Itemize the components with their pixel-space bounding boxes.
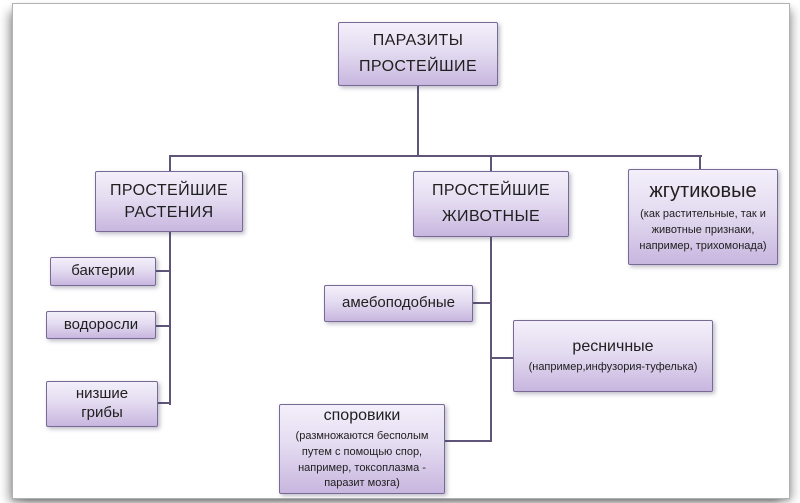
connector-stub-ameboid [473, 302, 491, 304]
node-sporozoans-subtitle: (размножаются бесполым путем с помощью с… [295, 429, 429, 490]
connector-stub-algae [156, 325, 170, 327]
node-root-line1: ПАРАЗИТЫ [372, 32, 464, 49]
connector-drop-flagellates [699, 155, 701, 170]
node-plants-line2: РАСТЕНИЯ [124, 203, 214, 221]
node-ameboid-label: амебоподобные [342, 294, 455, 312]
node-flagellates-subtitle: (как растительные, так и животные призна… [639, 208, 767, 252]
node-bacteria-label: бактерии [71, 262, 135, 280]
node-root-parasites: ПАРАЗИТЫ ПРОСТЕЙШИЕ [338, 22, 498, 86]
connector-root-stem [417, 86, 419, 156]
node-ciliates-title: ресничные [572, 337, 654, 355]
node-fungi-line1: низшие [75, 385, 129, 403]
node-sporozoans: споровики (размножаются бесполым путем с… [279, 404, 445, 494]
connector-stub-bacteria [156, 270, 170, 272]
node-ciliates: ресничные (например,инфузория-туфелька) [513, 320, 713, 392]
node-lower-fungi: низшие грибы [46, 381, 158, 427]
node-fungi-line2: грибы [81, 404, 123, 421]
connector-plants-spine [169, 232, 171, 405]
node-flagellates-title: жгутиковые [649, 180, 757, 203]
node-algae: водоросли [46, 311, 156, 339]
connector-main-horizontal [169, 155, 702, 157]
node-bacteria: бактерии [50, 257, 156, 286]
node-protozoa-plants: ПРОСТЕЙШИЕ РАСТЕНИЯ [95, 171, 243, 232]
node-ameboid: амебоподобные [324, 285, 473, 322]
connector-stub-fungi [158, 402, 170, 404]
diagram-frame: ПАРАЗИТЫ ПРОСТЕЙШИЕ ПРОСТЕЙШИЕ РАСТЕНИЯ … [12, 3, 790, 499]
node-algae-label: водоросли [63, 315, 139, 333]
node-sporozoans-title: споровики [323, 406, 401, 424]
node-plants-line1: ПРОСТЕЙШИЕ [109, 181, 229, 199]
connector-drop-animals [490, 155, 492, 172]
node-protozoa-animals: ПРОСТЕЙШИЕ ЖИВОТНЫЕ [413, 171, 569, 237]
node-ciliates-subtitle: (например,инфузория-туфелька) [528, 360, 698, 373]
connector-drop-plants [169, 155, 171, 172]
node-animals-line1: ПРОСТЕЙШИЕ [431, 182, 551, 199]
node-flagellates: жгутиковые (как растительные, так и живо… [628, 169, 778, 265]
connector-animals-spine [490, 237, 492, 442]
connector-stub-sporozoans [445, 440, 491, 442]
node-root-line2: ПРОСТЕЙШИЕ [358, 58, 478, 75]
node-animals-line2: ЖИВОТНЫЕ [441, 208, 541, 225]
connector-stub-ciliates [491, 357, 513, 359]
